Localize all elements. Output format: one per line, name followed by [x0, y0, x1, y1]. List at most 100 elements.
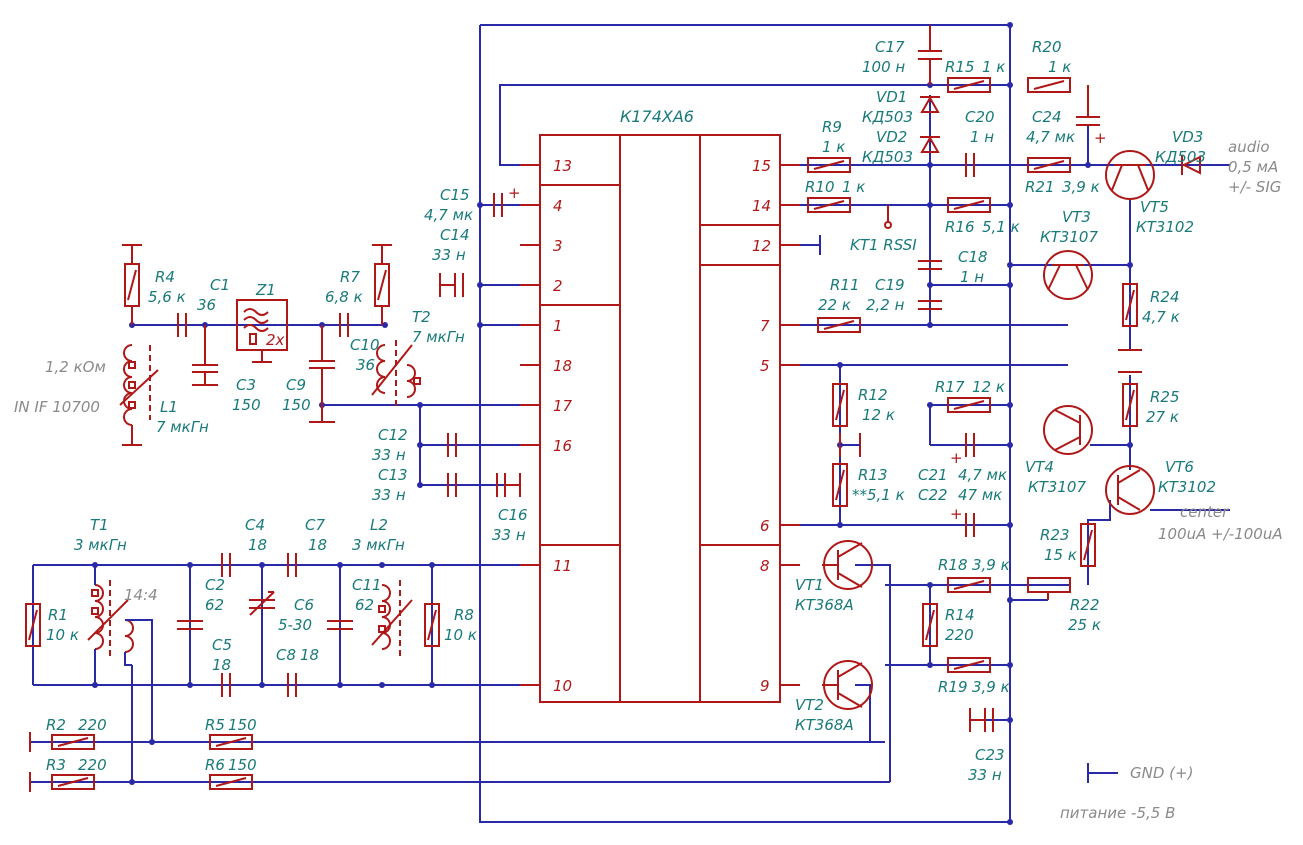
cap-C5: [221, 673, 231, 697]
svg-text:+: +: [950, 505, 963, 523]
label-parts-Z1: Z1: [255, 281, 276, 299]
label-parts-R3-1: 220: [78, 756, 107, 774]
diode-VD1: [920, 95, 940, 113]
cap-C23: [969, 708, 994, 732]
label-parts-C10-0: C10: [350, 336, 380, 354]
label-parts-R6-1: 150: [228, 756, 257, 774]
label-parts-VD2-0: VD2: [876, 128, 907, 146]
resistor-R17: [947, 397, 991, 413]
label-parts-R9-1: 1 к: [822, 138, 845, 156]
if-input: IN IF 10700: [14, 398, 100, 416]
cap-C11: [327, 620, 353, 630]
junctions: [92, 22, 1133, 825]
label-parts-C11-1: 62: [355, 596, 374, 614]
z1-multiplier: 2x: [266, 331, 285, 349]
ic-title: К174ХА6: [620, 107, 694, 126]
label-parts-C20-0: C20: [965, 108, 995, 126]
cap-C16: [496, 473, 521, 497]
label-parts-VT1-1: КТ368А: [795, 596, 854, 614]
filter-Z1: 2x: [236, 299, 288, 363]
label-parts-R24-0: R24: [1150, 288, 1180, 306]
if-impedance: 1,2 кОм: [45, 358, 106, 376]
label-parts-C3-0: C3: [236, 376, 256, 394]
label-parts-VT3-1: КТ3107: [1040, 228, 1098, 246]
label-parts-L1-1: 7 мкГн: [156, 418, 209, 436]
pin-12: 12: [752, 237, 771, 255]
pin-1: 1: [553, 317, 563, 335]
label-parts-C14-0: C14: [440, 226, 470, 244]
label-parts-R13-0: R13: [858, 466, 888, 484]
label-parts-R17-0: R17: [935, 378, 965, 396]
label-parts-C13-1: 33 н: [372, 486, 406, 504]
label-parts-R25-0: R25: [1150, 388, 1180, 406]
pin-15: 15: [752, 157, 771, 175]
label-parts-C1-1: 36: [197, 296, 216, 314]
pin-8: 8: [760, 557, 770, 575]
label-parts-C2-1: 62: [205, 596, 224, 614]
label-parts-C17-1: 100 н: [862, 58, 905, 76]
label-parts-C18-1: 1 н: [960, 268, 984, 286]
label-parts-C9-0: C9: [286, 376, 306, 394]
resistor-R21: [1027, 157, 1071, 173]
label-parts-R20-0: R20: [1032, 38, 1062, 56]
label-parts-VT1-0: VT1: [795, 576, 824, 594]
label-parts-R18-0: R18: [938, 556, 968, 574]
cap-C24: +: [1076, 85, 1107, 147]
label-parts-C11-0: C11: [352, 576, 382, 594]
resistor-R10: [807, 197, 851, 213]
label-parts-R10-0: R10: [805, 178, 835, 196]
label-parts-R2-0: R2: [46, 716, 66, 734]
resistor-R18: [947, 577, 991, 593]
transistor-VT3: [1043, 250, 1093, 300]
resistor-R2: [29, 732, 95, 752]
label-parts-VD3-0: VD3: [1172, 128, 1203, 146]
label-parts-T2-1: 7 мкГн: [412, 328, 465, 346]
label-parts-R5-1: 150: [228, 716, 257, 734]
supply-label: питание -5,5 В: [1060, 804, 1175, 822]
label-parts-C20-1: 1 н: [970, 128, 994, 146]
label-parts-VT6-1: КТ3102: [1158, 478, 1216, 496]
label-parts-C12-1: 33 н: [372, 446, 406, 464]
label-parts-C5-1: 18: [212, 656, 231, 674]
resistor-R24: [1122, 283, 1138, 327]
label-parts-R23-0: R23: [1040, 526, 1070, 544]
label-parts-L2-1: 3 мкГн: [352, 536, 405, 554]
label-parts-R16-0: R16: [945, 218, 975, 236]
audio-label-3: +/- SIG: [1228, 178, 1281, 196]
label-parts-C16-0: C16: [498, 506, 528, 524]
cap-C6: [249, 591, 275, 616]
resistor-R23: [1080, 523, 1096, 567]
gnd-label: GND (+): [1130, 764, 1193, 782]
label-parts-R18-1: 3,9 к: [972, 556, 1010, 574]
label-parts-C24-0: C24: [1032, 108, 1062, 126]
pin-3: 3: [553, 237, 563, 255]
label-parts-R4-0: R4: [155, 268, 175, 286]
center-label-2: 100uA +/-100uA: [1158, 525, 1283, 543]
label-parts-L2-0: L2: [370, 516, 388, 534]
inductor-L1: [119, 344, 159, 426]
pin-6: 6: [760, 517, 770, 535]
label-parts-R8-0: R8: [454, 606, 474, 624]
resistor-R1: [25, 603, 41, 647]
label-parts-R20-1: 1 к: [1048, 58, 1071, 76]
cap-C1: [177, 313, 187, 337]
resistor-R16: [947, 197, 991, 213]
cap-C14: [439, 273, 464, 297]
label-parts-C23-1: 33 н: [968, 766, 1002, 784]
label-parts-C3-1: 150: [232, 396, 261, 414]
label-parts-C10-1: 36: [356, 356, 375, 374]
label-parts-R17-1: 12 к: [972, 378, 1005, 396]
cap-C13: [447, 473, 457, 497]
pin-7: 7: [760, 317, 770, 335]
label-parts-R19-1: 3,9 к: [972, 678, 1010, 696]
label-parts-VD1-0: VD1: [876, 88, 907, 106]
label-parts-C17-0: C17: [875, 38, 905, 56]
cap-C3: [192, 325, 218, 386]
label-parts-R12-1: 12 к: [862, 406, 895, 424]
resistor-R14: [922, 603, 938, 647]
label-parts-R1-0: R1: [48, 606, 68, 624]
svg-text:+: +: [508, 184, 521, 202]
transistor-VT5: [1105, 150, 1155, 200]
label-parts-C15-0: C15: [440, 186, 470, 204]
